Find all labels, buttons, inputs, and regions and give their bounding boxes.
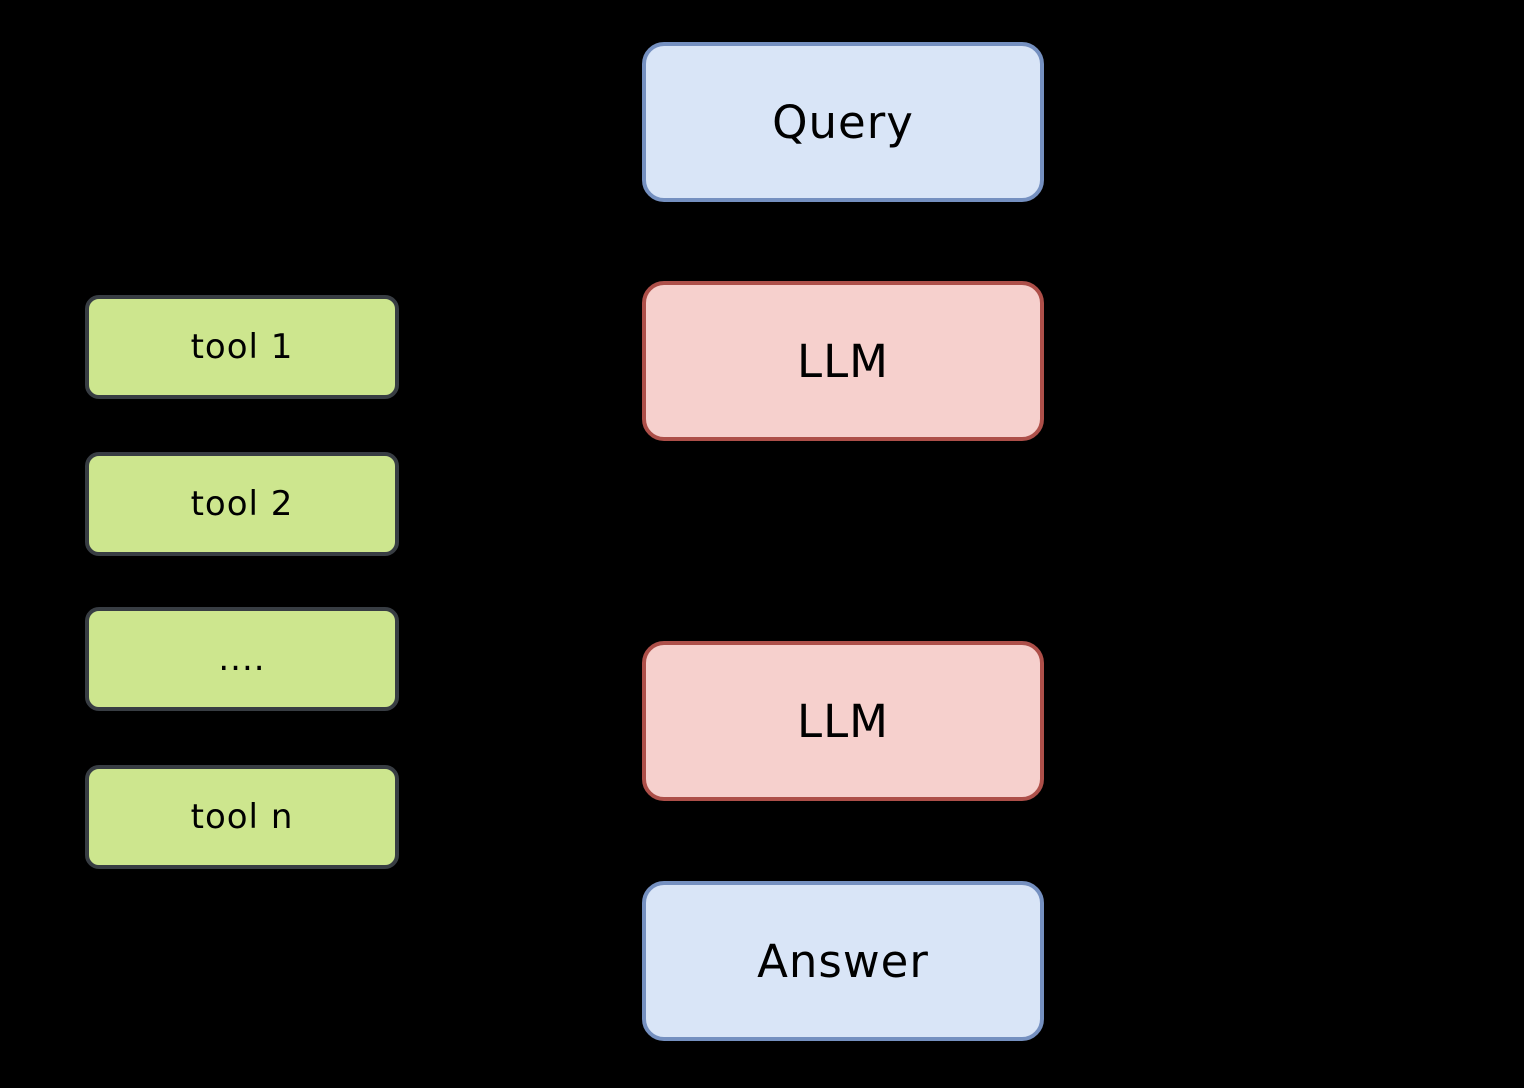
tool-ellipsis-node-label: .... <box>218 639 266 679</box>
tool-1-node: tool 1 <box>85 295 399 399</box>
query-node: Query <box>642 42 1044 202</box>
query-node-label: Query <box>772 95 914 149</box>
tool-ellipsis-node: .... <box>85 607 399 711</box>
llm-node-top: LLM <box>642 281 1044 441</box>
llm-node-bottom: LLM <box>642 641 1044 801</box>
llm-node-bottom-label: LLM <box>797 694 889 748</box>
llm-node-top-label: LLM <box>797 334 889 388</box>
tool-1-node-label: tool 1 <box>190 327 294 367</box>
tool-2-node: tool 2 <box>85 452 399 556</box>
tool-n-node: tool n <box>85 765 399 869</box>
tool-n-node-label: tool n <box>190 797 294 837</box>
answer-node-label: Answer <box>757 934 929 988</box>
answer-node: Answer <box>642 881 1044 1041</box>
tool-2-node-label: tool 2 <box>190 484 294 524</box>
